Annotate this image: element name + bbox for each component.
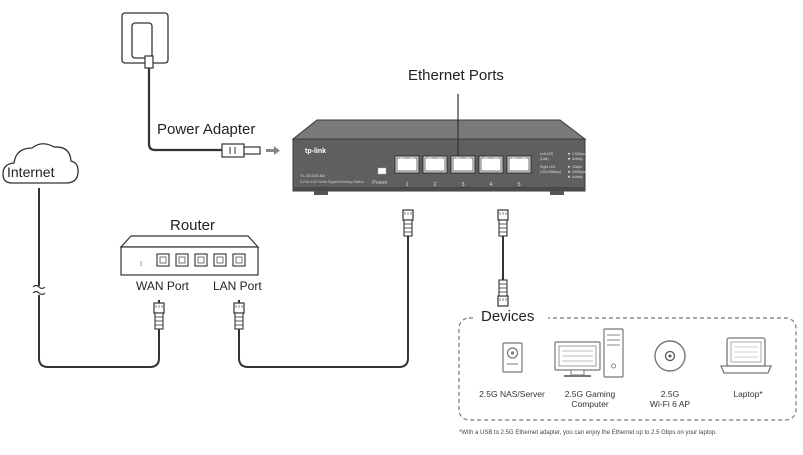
led-legend-item: 100Mbps [572,170,586,174]
switch-model: TL-SG105-M2 [300,173,326,178]
gaming-computer-icon [554,328,624,378]
led-dot [568,165,570,168]
switch-brand: tp-link [305,148,326,155]
led-dot [568,152,570,155]
led-dot [568,175,570,178]
switch-port-4 [478,155,504,174]
internet-router-cable [38,188,160,368]
device-label-nas: 2.5G NAS/Server [479,389,545,399]
rj45-plug-icon [402,209,414,237]
device-label-wifi-ap: 2.5G Wi-Fi 6 AP [649,389,691,409]
router-port [194,253,208,267]
switch-power-label: Power [372,180,388,186]
router-label: Router [170,217,216,234]
power-led [377,167,387,175]
led-legend-title: (Link) [540,157,548,161]
led-legend-item: Activity [572,157,583,161]
switch-port-3 [450,155,476,174]
lan-port-label: LAN Port [213,279,262,293]
rj45-connectors [153,209,509,330]
rj45-plug-icon [497,209,509,237]
switch-description: 5-Port 2.5G Multi-Gigabit Desktop Switch [300,180,364,184]
footnote: *With a USB to 2.5G Ethernet adapter, yo… [459,430,717,436]
cable-break-marks [32,284,46,296]
power-adapter-icon [121,12,261,158]
internet-label: Internet [7,164,55,180]
led-legend-title: (10/100Mbps) [540,170,561,174]
rj45-plug-icon [153,302,165,330]
led-legend-title: Right LED [540,165,556,169]
device-label-gaming-computer: 2.5G Gaming Computer [564,389,616,409]
devices-label: Devices [481,308,535,325]
led-legend-item: 2.5Gbps [572,152,585,156]
switch-ports [394,155,532,174]
switch-router-cable [238,220,409,368]
switch-port-numbers: 1 2 3 4 5 [405,182,520,188]
led-legend-title: Left LED [540,152,554,156]
switch-port-number: 2 [433,182,436,188]
router-port [175,253,189,267]
led-dot [568,157,570,160]
rj45-plug-icon [233,302,245,330]
switch-port-1 [394,155,420,174]
switch-port-number: 1 [405,182,408,188]
cloud-icon [2,143,79,184]
svg-text:⁞: ⁞ [140,260,142,268]
wan-port-label: WAN Port [136,279,189,293]
led-legend-item: Activity [572,175,583,179]
switch-port-number: 5 [517,182,520,188]
rj45-plug-icon [497,279,509,307]
led-legend-item: 1Gbps [572,165,582,169]
devices-group [458,317,797,421]
device-label-laptop: Laptop* [733,389,763,399]
wifi-ap-icon [654,340,686,372]
router-device: ⁞ [119,235,260,276]
laptop-icon [720,337,772,374]
arrow-right-icon [266,146,280,155]
switch-port-5 [506,155,532,174]
router-port [213,253,227,267]
router-port [232,253,246,267]
power-adapter-label: Power Adapter [157,121,256,138]
switch-port-number: 3 [461,182,464,188]
led-dot [568,170,570,173]
switch-port-number: 4 [489,182,492,188]
router-port [156,253,170,267]
ethernet-ports-label: Ethernet Ports [408,67,504,84]
nas-icon [502,342,523,373]
switch-port-2 [422,155,448,174]
